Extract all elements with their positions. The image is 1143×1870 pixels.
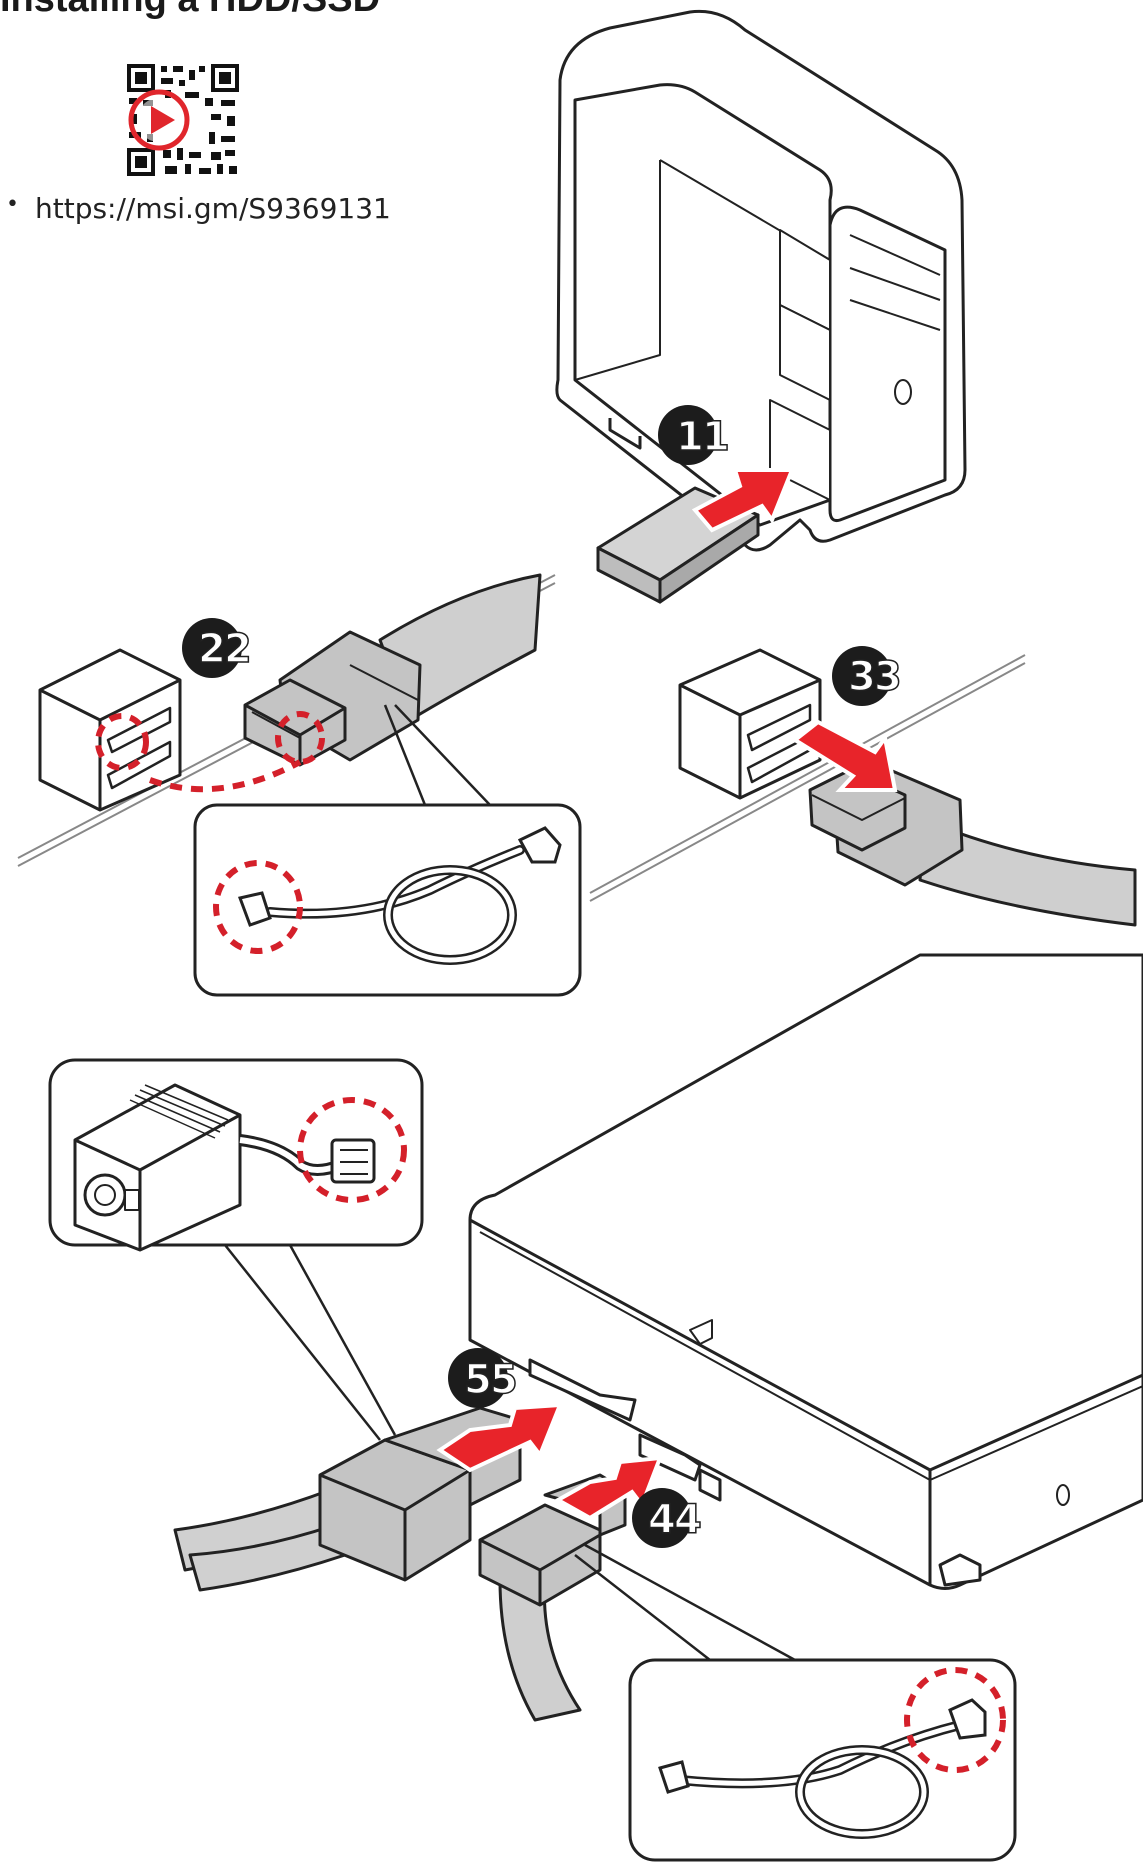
dashed-highlight-psu-connector xyxy=(297,1097,407,1203)
svg-text:3: 3 xyxy=(848,654,876,700)
svg-text:4: 4 xyxy=(674,1497,702,1543)
sata-cable-step-2 xyxy=(243,573,542,767)
svg-text:4: 4 xyxy=(648,1497,676,1543)
hdd-connectors xyxy=(528,1358,722,1502)
dashed-highlight-cable-end-4 xyxy=(904,1667,1006,1773)
svg-text:5: 5 xyxy=(490,1357,518,1403)
motherboard-edge-right xyxy=(589,654,1026,902)
sata-cable-step-3 xyxy=(808,768,1137,927)
callout-box-sata-cable-2 xyxy=(628,1658,1017,1862)
video-link-row: • https://msi.gm/S9369131 xyxy=(6,192,391,225)
pc-case xyxy=(555,9,967,552)
page-title: Installing a HDD/SSD xyxy=(0,0,380,21)
step-badge-3: 3 3 xyxy=(832,646,903,706)
bullet: • xyxy=(6,192,19,217)
qr-code-with-play-icon[interactable] xyxy=(125,62,241,178)
dashed-highlight-cable-end-2 xyxy=(213,860,303,954)
arrow-step-5 xyxy=(436,1402,564,1473)
svg-text:5: 5 xyxy=(464,1357,492,1403)
svg-text:3: 3 xyxy=(874,654,902,700)
step-badge-1: 1 1 xyxy=(658,405,731,465)
sata-port-right xyxy=(678,648,822,800)
step-badge-5: 5 5 xyxy=(448,1348,519,1408)
svg-text:2: 2 xyxy=(224,626,252,672)
psu-icon xyxy=(73,1083,376,1252)
svg-text:1: 1 xyxy=(676,414,704,460)
arrow-step-3 xyxy=(791,719,898,792)
svg-text:1: 1 xyxy=(702,414,730,460)
arrow-step-4 xyxy=(553,1455,664,1521)
hdd-large xyxy=(468,953,1143,1590)
sata-port-left xyxy=(38,648,182,812)
svg-text:2: 2 xyxy=(198,626,226,672)
arrow-step-1 xyxy=(691,468,795,533)
step-badge-4: 4 4 xyxy=(632,1488,703,1548)
dashed-highlight-step-2 xyxy=(95,711,325,793)
callout-box-psu xyxy=(48,1058,424,1252)
video-link[interactable]: https://msi.gm/S9369131 xyxy=(34,192,391,225)
step-badge-2: 2 2 xyxy=(182,618,253,678)
callout-box-sata-cable xyxy=(193,803,582,997)
